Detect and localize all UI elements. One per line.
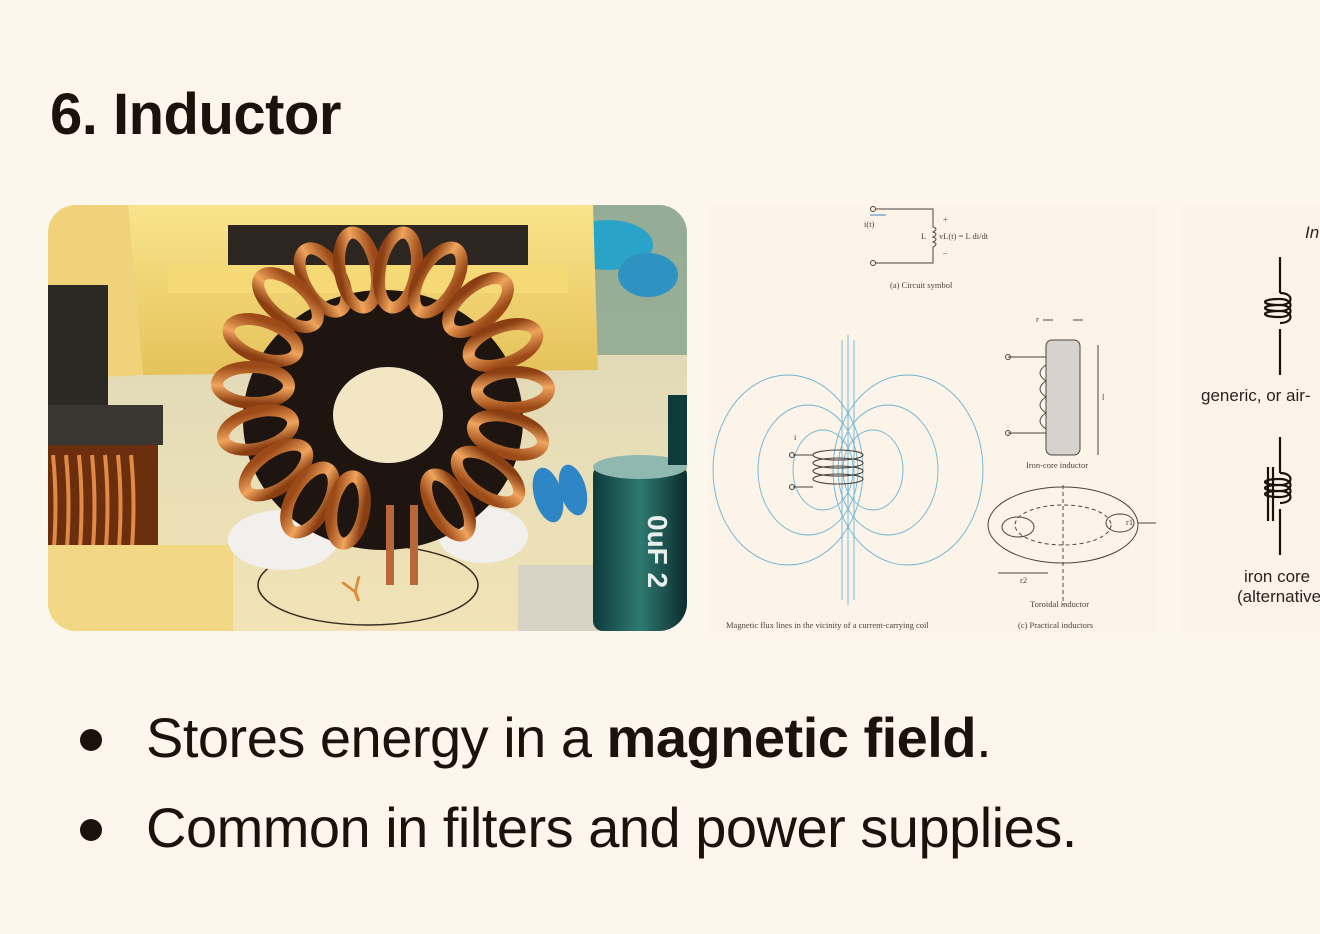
air-core-symbol [1263,257,1292,375]
iron-core-inductor [1005,319,1099,456]
toroid-r2-label: r2 [1020,575,1027,585]
bullet-text: Common in filters and power supplies. [146,796,1077,859]
current-label: i(t) [864,219,875,229]
inductor-photo: Y 0uF 2 [48,205,687,631]
iron-core-label-line2: (alternative [1237,587,1320,606]
iron-core-label-line1: iron core [1244,567,1310,586]
slide-title: 6. Inductor [50,82,341,147]
generic-symbol-label: generic, or air- [1201,386,1311,405]
bullet-list: Stores energy in a magnetic field. Commo… [76,693,1077,873]
minus-label: – [942,247,948,257]
inductor-symbols-panel: In generic, or air- iron core (alternati… [1180,205,1320,633]
iron-core-caption: Iron-core inductor [1026,460,1088,470]
radius-label: r [1036,314,1039,324]
length-label: l [1102,392,1105,402]
plus-label: + [943,214,948,224]
bullet-item: Common in filters and power supplies. [76,783,1077,873]
iron-core-symbol [1263,437,1292,555]
svg-text:0uF 2: 0uF 2 [642,515,673,588]
bullet-dot [80,729,102,751]
toroidal-inductor [987,485,1156,605]
circuit-caption: (a) Circuit symbol [890,280,953,290]
inductance-label: L [921,231,926,241]
bullet-text-start: Stores energy in a [146,706,607,769]
voltage-equation: vL(t) = L di/dt [939,231,989,241]
toroid-r1-label: r1 [1126,517,1133,527]
bullet-emphasis: magnetic field [606,706,977,769]
flux-caption: Magnetic flux lines in the vicinity of a… [726,620,929,630]
practical-caption: (c) Practical inductors [1018,620,1093,630]
circuit-symbol [870,206,937,266]
bullet-text-end: . [976,706,992,769]
coil-drawing [788,449,864,491]
coil-current-label: i [794,432,797,442]
flux-lines [712,335,984,605]
toroid-caption: Toroidal inductor [1030,599,1089,609]
symbols-heading: In [1305,223,1319,242]
inductor-textbook-diagram: i(t) + – L vL(t) = L di/dt (a) Circuit s… [708,205,1158,633]
bullet-dot [80,819,102,841]
bullet-item: Stores energy in a magnetic field. [76,693,1077,783]
